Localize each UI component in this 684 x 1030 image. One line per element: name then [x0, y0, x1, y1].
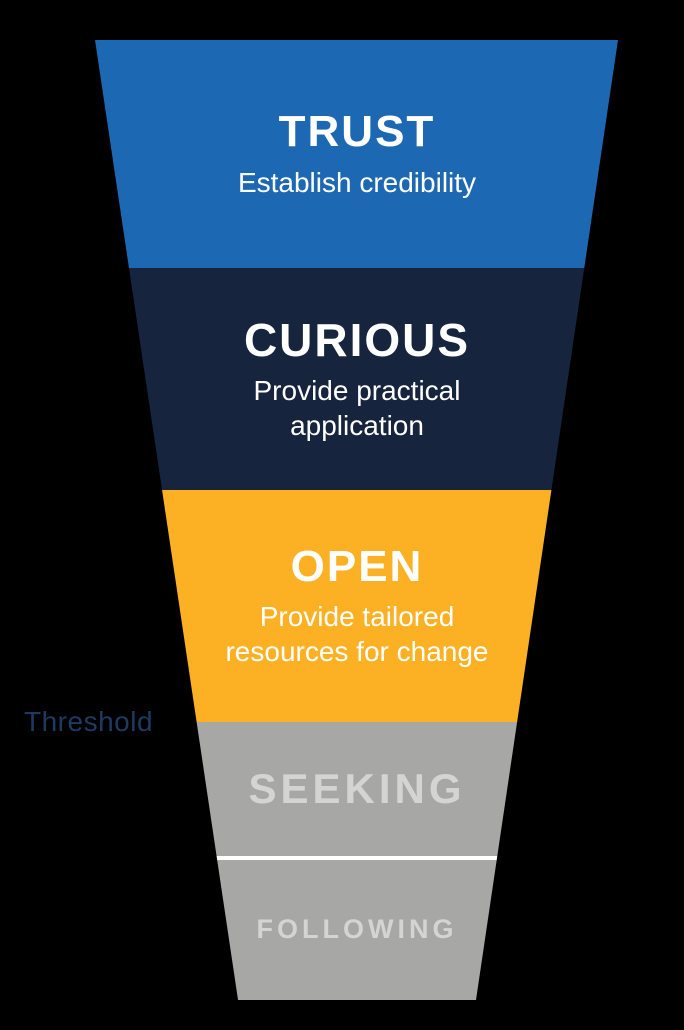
stage-divider-line [95, 856, 618, 860]
funnel-stage-seeking: SEEKING [95, 722, 618, 856]
stage-title-open: OPEN [290, 541, 424, 591]
threshold-label: Threshold [24, 706, 154, 737]
funnel-stage-curious: CURIOUS Provide practical application [95, 268, 618, 490]
stage-subtitle-trust: Establish credibility [237, 166, 477, 198]
stage-title-seeking: SEEKING [248, 764, 466, 812]
stage-subtitle-curious: Provide practical application [253, 375, 461, 442]
stage-title-following: FOLLOWING [256, 914, 458, 945]
stage-content: SEEKING [248, 764, 466, 812]
stage-content: OPEN Provide tailored resources for chan… [200, 541, 515, 669]
funnel-stage-open: OPEN Provide tailored resources for chan… [95, 490, 618, 722]
funnel-stage-trust: TRUST Establish credibility [95, 40, 618, 268]
stage-subtitle-open: Provide tailored resources for change [225, 601, 489, 668]
funnel-stage-following: FOLLOWING [95, 860, 618, 1000]
stage-content: TRUST Establish credibility [237, 107, 477, 199]
funnel: TRUST Establish credibility CURIOUS Prov… [95, 40, 618, 1000]
stage-title-trust: TRUST [278, 107, 436, 157]
stage-title-curious: CURIOUS [243, 313, 471, 366]
stage-content: CURIOUS Provide practical application [230, 315, 485, 444]
stage-content: FOLLOWING [256, 914, 458, 945]
